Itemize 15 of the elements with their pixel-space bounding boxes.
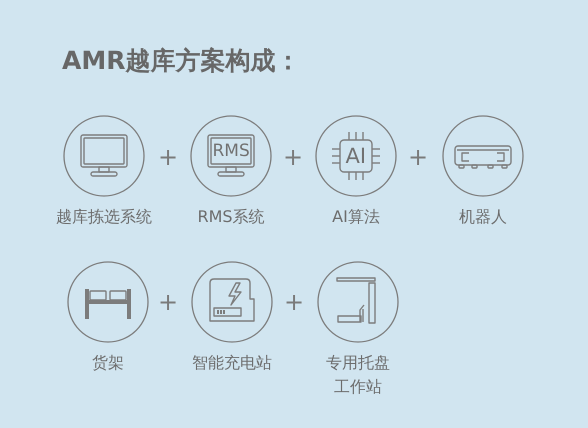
node-label: 智能充电站 bbox=[191, 352, 273, 374]
title: AMR越库方案构成： bbox=[62, 45, 300, 77]
plus-sign: + bbox=[284, 290, 304, 314]
node-label: 越库拣选系统 bbox=[55, 206, 153, 228]
node-label: RMS系统 bbox=[196, 206, 266, 228]
plus-sign: + bbox=[408, 145, 428, 169]
node-label: AI算法 bbox=[331, 206, 381, 228]
screen-text: RMS bbox=[212, 142, 250, 160]
node-label: 专用托盘工作站 bbox=[325, 352, 391, 398]
plus-sign: + bbox=[158, 145, 178, 169]
plus-sign: + bbox=[158, 290, 178, 314]
node-label: 机器人 bbox=[458, 206, 508, 228]
plus-sign: + bbox=[283, 145, 304, 169]
chip-text: AI bbox=[346, 146, 366, 166]
node-label: 货架 bbox=[91, 352, 125, 374]
